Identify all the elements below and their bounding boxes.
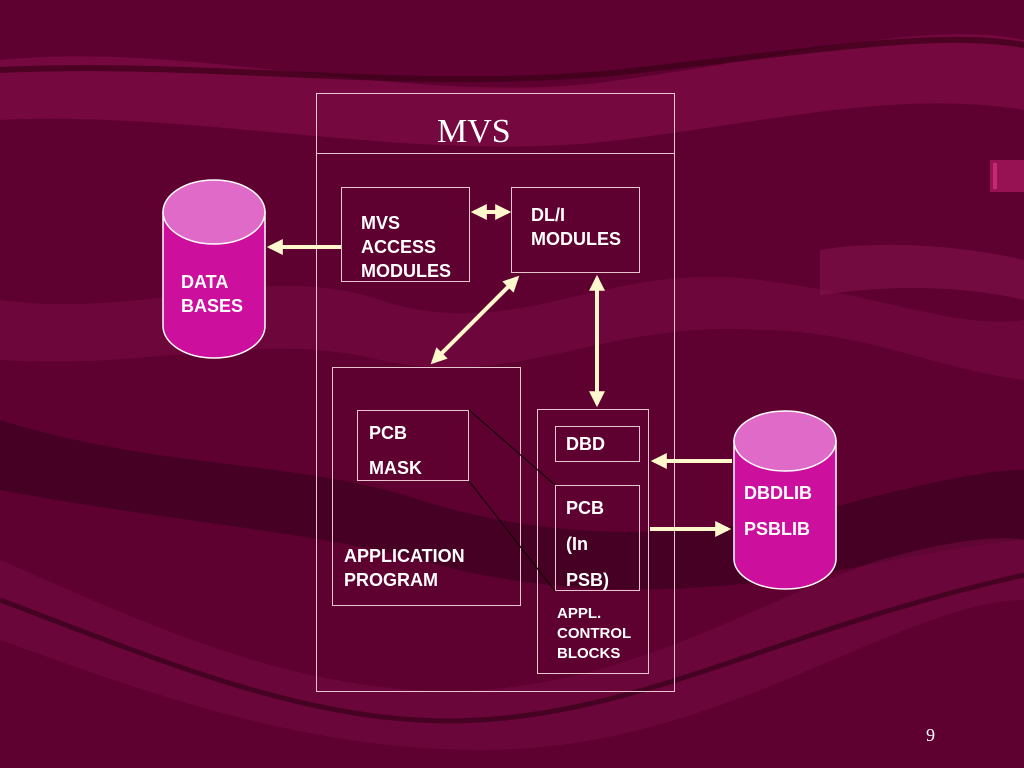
databases-cylinder-icon [162,179,266,359]
application-program-label: APPLICATION PROGRAM [344,546,465,590]
pcb-mask-box [357,410,469,481]
pcb-in-psb-box [555,485,640,591]
appl-control-blocks-label: APPL. CONTROL BLOCKS [557,605,632,662]
dbdlib-psblib-label: DBDLIB PSBLIB [744,483,812,539]
page-title: MVS [437,113,511,150]
mvs-access-modules-label: MVS ACCESS MODULES [361,213,451,281]
pcb-in-psb-label: PCB (In PSB) [566,498,610,590]
dbd-label: DBD [566,434,605,454]
dli-modules-box [511,187,640,273]
dbd-box [555,426,640,462]
dli-modules-label: DL/I MODULES [531,205,621,249]
dbdlib-psblib-cylinder-icon [733,410,837,590]
page-number: 9 [926,725,935,745]
pcb-mask-label: PCB MASK [369,423,422,478]
mvs-access-modules-box [341,187,470,282]
mvs-title-divider [316,153,675,154]
mvs-container [316,93,675,692]
databases-label: DATA BASES [181,272,244,316]
